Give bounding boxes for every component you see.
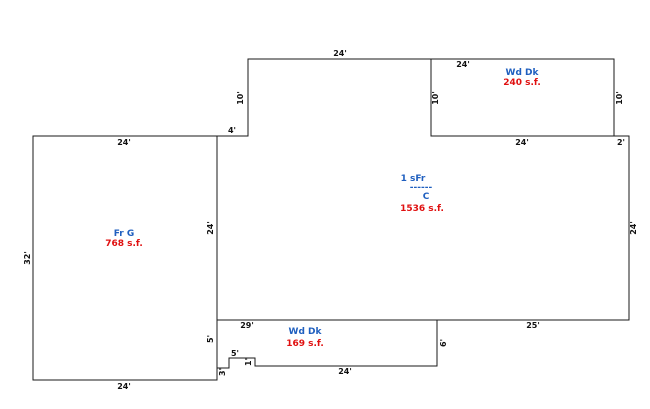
dim-deck-6: 6' <box>439 339 448 347</box>
garage-area: 768 s.f. <box>105 239 143 249</box>
dim-garage-bottom-24: 24' <box>117 382 131 391</box>
dim-left-10: 10' <box>236 91 245 105</box>
dim-step-3: 3' <box>218 368 227 376</box>
dim-right-10: 10' <box>615 91 624 105</box>
garage-outline <box>32 135 218 381</box>
deck-bottom-label: Wd Dk <box>289 327 323 337</box>
dim-bottom-25: 25' <box>526 321 540 330</box>
dim-house-right-24: 24' <box>629 221 638 235</box>
dim-step-4: 4' <box>228 126 236 135</box>
deck-bottom-area: 169 s.f. <box>286 339 324 349</box>
dim-step-5: 5' <box>231 349 239 358</box>
dim-step-1: 1' <box>244 358 253 366</box>
house-separator: ------ <box>410 183 433 193</box>
house-label: 1 sFr <box>401 174 426 184</box>
dim-right-2: 2' <box>617 138 625 147</box>
dim-top-24: 24' <box>333 49 347 58</box>
dim-deck-5: 5' <box>206 335 215 343</box>
house-area: 1536 s.f. <box>400 204 444 214</box>
dim-garage-top-24: 24' <box>117 138 131 147</box>
dim-bottom-29: 29' <box>240 321 254 330</box>
deck-top-label: Wd Dk <box>506 68 540 78</box>
dim-deck-bottom-24: 24' <box>515 138 529 147</box>
dim-deck-left-10: 10' <box>431 91 440 105</box>
deck-top-area: 240 s.f. <box>503 78 541 88</box>
dim-garage-right-24: 24' <box>206 221 215 235</box>
house-outline <box>216 58 630 321</box>
deck-bottom-outline <box>217 319 438 369</box>
garage-label: Fr G <box>114 229 135 239</box>
dim-deck-top-24: 24' <box>456 60 470 69</box>
dim-deck-low-24: 24' <box>338 367 352 376</box>
dim-garage-32: 32' <box>23 251 32 265</box>
deck-top-outline <box>430 59 614 137</box>
house-code: C <box>423 192 430 202</box>
